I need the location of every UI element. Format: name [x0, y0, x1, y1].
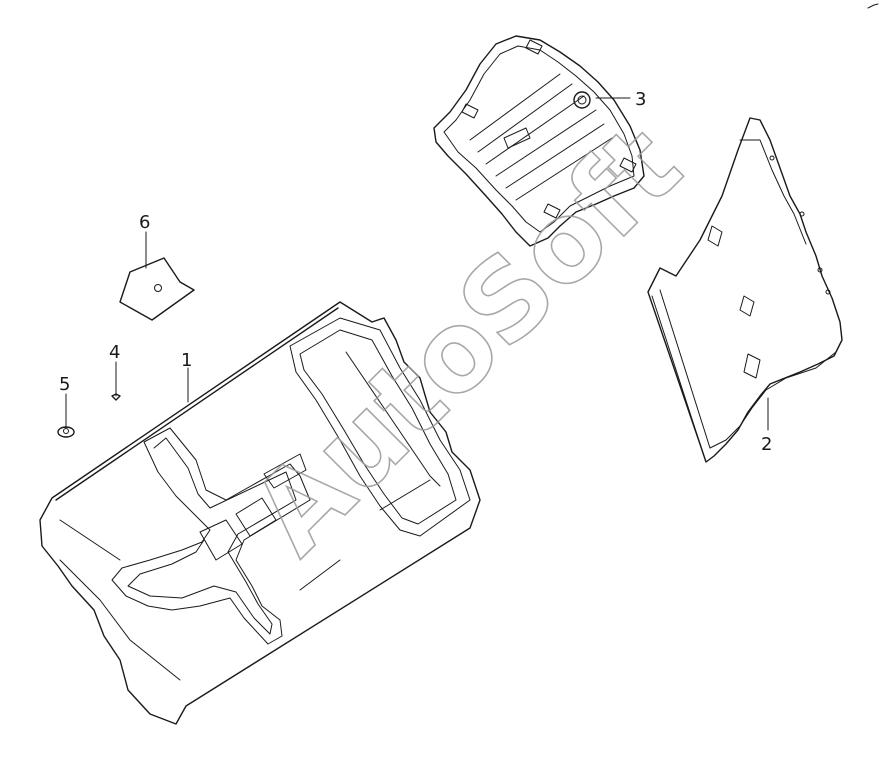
corner-mark [867, 3, 879, 9]
watermark-text: AutoSoft [228, 101, 705, 578]
part-2-side-panel[interactable] [647, 117, 843, 463]
callout-label-6: 6 [139, 212, 150, 233]
callout-label-3: 3 [635, 89, 646, 110]
callout-label-2: 2 [761, 434, 772, 455]
part-4-clip[interactable] [111, 393, 121, 401]
part-6-pad[interactable] [119, 257, 195, 321]
callout-label-1: 1 [181, 350, 192, 371]
part-1-floor-carpet[interactable] [39, 301, 481, 725]
callout-label-5: 5 [59, 374, 70, 395]
callout-label-4: 4 [109, 342, 120, 363]
part-3-trunk-board[interactable] [433, 35, 645, 247]
